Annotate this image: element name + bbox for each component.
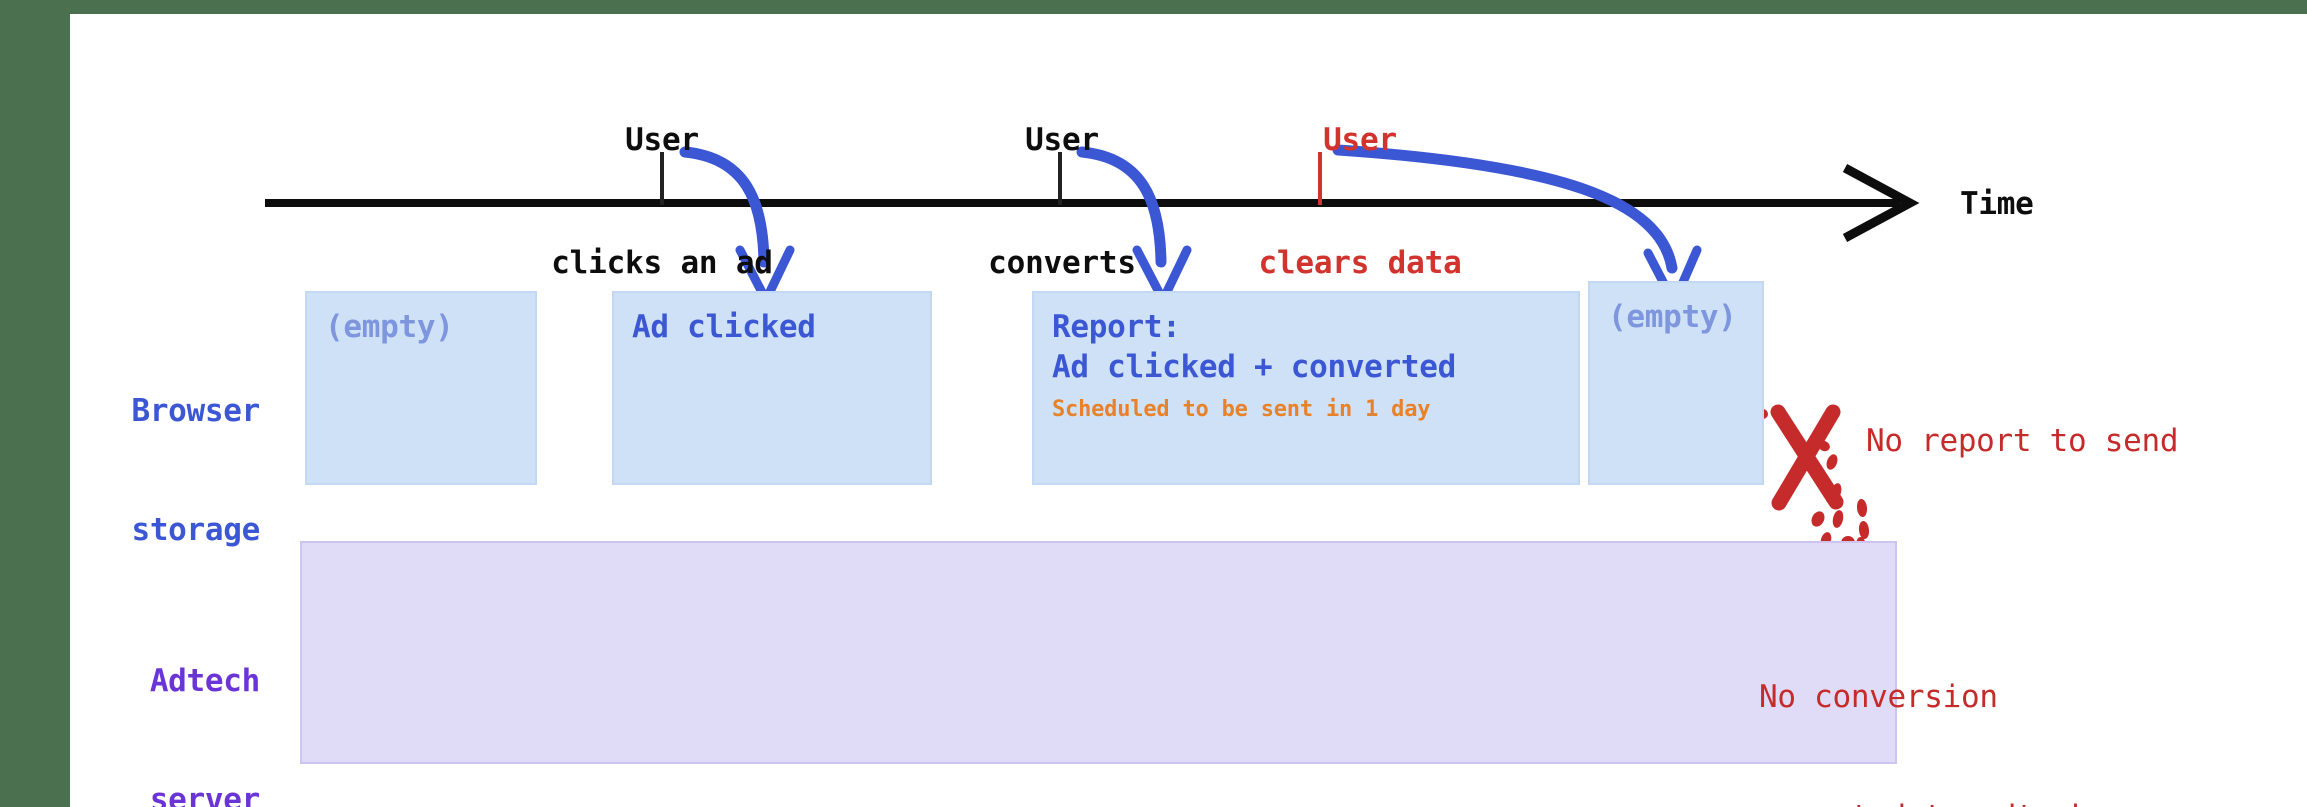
annotation-no-conversion-reported: No conversion reported to adtech <box>1759 596 2090 807</box>
event-label-convert-line1: User <box>1025 121 1099 158</box>
event-label-clear: User clears data <box>1165 38 1555 365</box>
storage-state-report-body: Ad clicked + converted <box>1052 349 1456 386</box>
event-label-click-line1: User <box>625 121 699 158</box>
event-label-convert-line2: converts <box>988 244 1136 281</box>
timeline-axis-label: Time <box>1960 186 2034 222</box>
row-label-adtech-line2: server <box>149 782 260 807</box>
annotation-no-report-to-send: No report to send <box>1866 423 2179 459</box>
row-label-adtech-server: Adtech server <box>60 583 260 807</box>
event-label-click-line2: clicks an ad <box>551 244 773 281</box>
storage-state-box-report-scheduled: Report: Ad clicked + converted Scheduled… <box>1032 291 1580 485</box>
red-x-icon <box>1758 404 1844 511</box>
annotation-no-conversion-line1: No conversion <box>1759 678 1998 715</box>
storage-state-report-title: Report: <box>1052 309 1181 345</box>
storage-state-box-empty-after-clear: (empty) <box>1588 281 1764 485</box>
row-label-browser-line1: Browser <box>131 393 260 430</box>
storage-state-text: (empty) <box>1608 299 1737 335</box>
storage-state-report-schedule-note: Scheduled to be sent in 1 day <box>1052 396 1431 422</box>
storage-state-text: Ad clicked <box>632 309 816 345</box>
row-label-browser-line2: storage <box>131 512 260 549</box>
top-accent-bar <box>0 0 2307 14</box>
event-label-clear-line1: User <box>1323 121 1397 158</box>
annotation-no-conversion-line2: reported to adtech <box>1759 797 2090 807</box>
storage-state-text: (empty) <box>325 309 454 345</box>
event-label-convert: User converts <box>872 38 1252 365</box>
row-label-adtech-line1: Adtech <box>149 663 260 700</box>
adtech-server-panel <box>300 541 1897 764</box>
storage-state-box-empty-initial: (empty) <box>305 291 537 485</box>
event-label-click: User clicks an ad <box>462 38 862 365</box>
left-accent-bar <box>0 0 70 807</box>
event-label-clear-line2: clears data <box>1258 244 1462 281</box>
row-label-browser-storage: Browser storage <box>60 313 260 630</box>
storage-state-box-ad-clicked: Ad clicked <box>612 291 932 485</box>
